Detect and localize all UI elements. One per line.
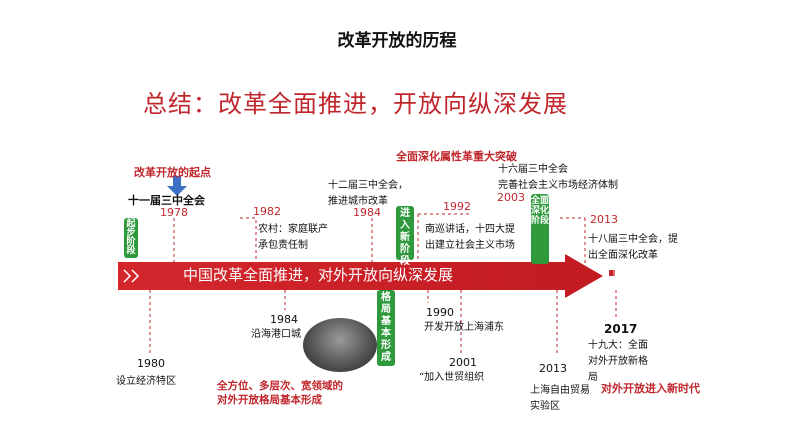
year-2013-top: 2013 bbox=[590, 213, 618, 226]
event-2013-bottom: 上海自由贸易实验区 bbox=[530, 385, 590, 412]
reform-start-label: 改革开放的起点 bbox=[134, 166, 211, 179]
event-2013: 十八届三中全会，提出全面深化改革 bbox=[588, 234, 678, 261]
year-2017: 2017 bbox=[604, 322, 638, 336]
year-1992: 1992 bbox=[443, 200, 471, 213]
event-1978: 十一届三中全会 bbox=[128, 194, 205, 207]
stage-start: 起步阶段 bbox=[124, 218, 138, 258]
year-1984-bottom: 1984 bbox=[270, 313, 298, 326]
year-1984-top: 1984 bbox=[353, 206, 381, 219]
stage-enter-new: 进入新阶段 bbox=[396, 206, 414, 267]
event-1982: 农村：家庭联产承包责任制 bbox=[258, 224, 328, 251]
breakthrough-label: 全面深化属性革重大突破 bbox=[396, 150, 517, 163]
down-arrow-icon bbox=[167, 176, 187, 196]
event-1984-bottom: 沿海港口城 bbox=[251, 329, 301, 340]
arrow-text: 中国改革全面推进，对外开放向纵深发展 bbox=[183, 266, 454, 284]
event-1984: 十二届三中全会，推进城市改革 bbox=[328, 180, 408, 207]
year-1982: 1982 bbox=[253, 205, 281, 218]
event-2017: 十九大：全面对外开放新格局 bbox=[588, 340, 648, 383]
year-2013-bottom: 2013 bbox=[539, 362, 567, 375]
page-title: 改革开放的历程 bbox=[337, 31, 457, 51]
event-1992: 南巡讲话，十四大提出建立社会主义市场 bbox=[425, 224, 515, 251]
year-1990: 1990 bbox=[426, 306, 454, 319]
year-2001: 2001 bbox=[449, 356, 477, 369]
event-1990: 开发开放上海浦东 bbox=[424, 322, 504, 333]
year-1978: 1978 bbox=[160, 206, 188, 219]
event-2001: “加入世贸组织 bbox=[419, 372, 485, 383]
stage-pattern-formed: 格局基本形成 bbox=[377, 290, 395, 366]
main-arrow bbox=[118, 254, 603, 298]
summary-heading: 总结：改革全面推进，开放向纵深发展 bbox=[143, 90, 568, 118]
pattern-note: 全方位、多层次、宽领域的对外开放格局基本形成 bbox=[217, 380, 343, 406]
new-era-note: 对外开放进入新时代 bbox=[601, 382, 700, 395]
portrait-image bbox=[303, 318, 377, 372]
year-2003: 2003 bbox=[497, 191, 525, 204]
stage-deepen: 全面深化阶段 bbox=[531, 194, 549, 264]
event-1980: 设立经济特区 bbox=[116, 376, 176, 387]
year-1980: 1980 bbox=[137, 357, 165, 370]
event-2003: 十六届三中全会完善社会主义市场经济体制 bbox=[498, 164, 618, 191]
